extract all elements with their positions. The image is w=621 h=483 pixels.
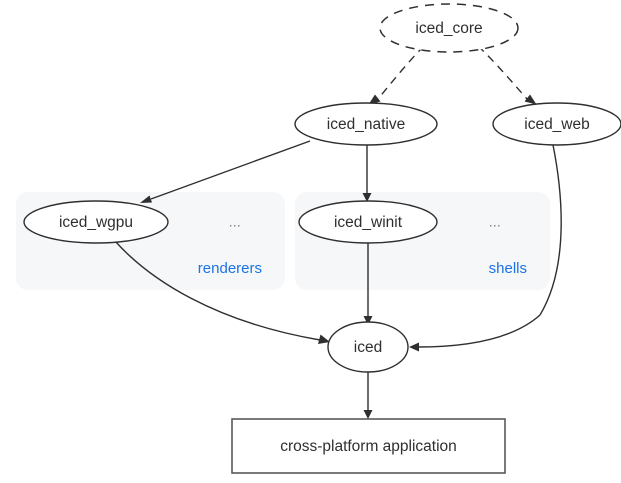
cluster-shells-ellipsis: ... — [489, 214, 501, 229]
node-application-shape[interactable] — [231, 418, 506, 474]
edge-iced-native-to-iced-winit — [362, 145, 372, 202]
edge-iced-native-to-iced-wgpu-line — [150, 140, 311, 200]
edge-iced-core-to-iced-web-arrowhead — [524, 94, 537, 105]
edge-iced-wgpu-to-iced-arrowhead — [318, 334, 330, 344]
node-application[interactable]: cross-platform application — [231, 418, 506, 474]
node-iced-wgpu-shape[interactable] — [23, 200, 169, 244]
edge-iced-core-to-iced-native-arrowhead — [368, 94, 381, 105]
edge-iced-to-application-arrowhead — [363, 410, 373, 419]
node-iced-web-shape[interactable] — [492, 102, 621, 146]
node-application-label: cross-platform application — [280, 438, 457, 455]
edge-iced-native-to-iced-winit-arrowhead — [362, 193, 372, 202]
node-iced-native-label: iced_native — [327, 116, 405, 133]
edge-iced-wgpu-to-iced — [114, 240, 330, 344]
edge-iced-core-to-iced-native-line — [377, 45, 425, 100]
cluster-renderers-ellipsis: ... — [229, 214, 241, 229]
edge-iced-core-to-iced-web-line — [477, 45, 528, 100]
edge-iced-core-to-iced-native — [368, 45, 425, 105]
edge-iced-native-to-iced-wgpu-arrowhead — [140, 195, 152, 203]
edge-iced-to-application — [363, 372, 373, 419]
node-iced-native[interactable]: iced_native — [294, 102, 438, 146]
node-iced-wgpu[interactable]: iced_wgpu — [23, 200, 169, 244]
node-iced-label: iced — [354, 339, 382, 356]
edge-iced-web-to-iced-arrowhead — [409, 342, 419, 352]
edge-iced-web-to-iced — [409, 144, 562, 352]
edge-iced-native-to-iced-wgpu — [140, 140, 311, 203]
node-iced-wgpu-label: iced_wgpu — [59, 214, 133, 231]
node-iced-winit-shape[interactable] — [298, 200, 438, 244]
node-iced-native-shape[interactable] — [294, 102, 438, 146]
edge-iced-wgpu-to-iced-line — [114, 240, 321, 341]
cluster-renderers-label: renderers — [198, 260, 262, 277]
node-iced-winit-label: iced_winit — [334, 214, 403, 231]
node-iced-web[interactable]: iced_web — [492, 102, 621, 146]
node-iced-core-shape[interactable] — [379, 3, 519, 53]
node-iced-winit[interactable]: iced_winit — [298, 200, 438, 244]
edge-iced-core-to-iced-web — [477, 45, 537, 105]
node-iced-shape[interactable] — [327, 321, 409, 373]
edge-iced-winit-to-iced — [363, 243, 373, 325]
node-iced-core-label: iced_core — [415, 20, 482, 37]
edge-iced-winit-to-iced-arrowhead — [363, 316, 373, 325]
node-iced-web-label: iced_web — [524, 116, 590, 133]
node-iced-core[interactable]: iced_core — [379, 3, 519, 53]
cluster-shells-label: shells — [489, 260, 527, 277]
node-iced[interactable]: iced — [327, 321, 409, 373]
edge-iced-web-to-iced-line — [417, 144, 562, 348]
